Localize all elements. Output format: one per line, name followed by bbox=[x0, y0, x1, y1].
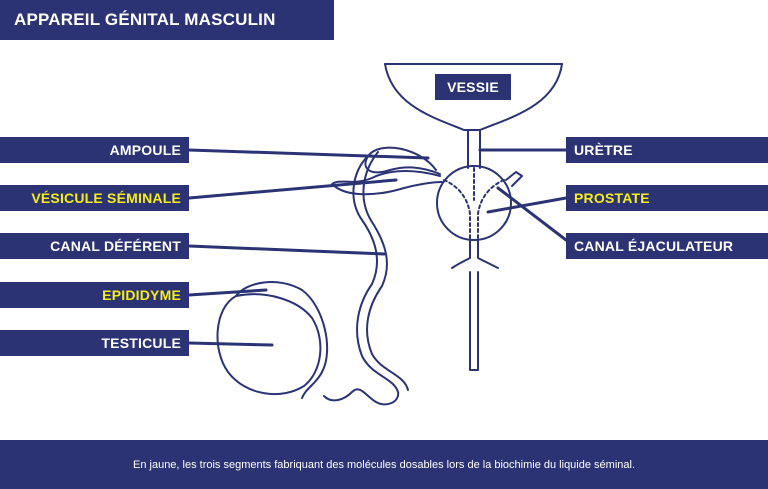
label-uretre: URÈTRE bbox=[566, 137, 768, 163]
footer-note: En jaune, les trois segments fabriquant … bbox=[0, 440, 768, 489]
ejaculatory-ducts-dashed bbox=[443, 167, 505, 241]
prostate-outline bbox=[436, 165, 512, 241]
label-vesicule-seminale: VÉSICULE SÉMINALE bbox=[0, 185, 189, 211]
epididymis-outline bbox=[235, 281, 329, 399]
urethra-tube bbox=[467, 129, 481, 169]
label-epididyme: EPIDIDYME bbox=[0, 282, 189, 308]
label-vessie: VESSIE bbox=[435, 74, 511, 100]
right-duct-stub bbox=[505, 171, 523, 187]
label-testicule: TESTICULE bbox=[0, 330, 189, 356]
leader-prostate bbox=[486, 196, 568, 214]
leader-ampoule bbox=[187, 148, 430, 160]
anatomy-diagram bbox=[187, 63, 568, 406]
leader-canal-ejaculateur bbox=[496, 186, 568, 242]
label-ampoule: AMPOULE bbox=[0, 137, 189, 163]
leader-epididyme bbox=[187, 288, 268, 297]
ampulla-outline bbox=[364, 146, 441, 175]
vas-deferens-outline bbox=[323, 151, 409, 406]
label-canal-ejaculateur: CANAL ÉJACULATEUR bbox=[566, 233, 768, 259]
testicle-outline bbox=[216, 293, 322, 396]
leader-vesicule bbox=[187, 178, 398, 200]
lower-urethra bbox=[451, 239, 499, 371]
label-canal-deferent: CANAL DÉFÉRENT bbox=[0, 233, 189, 259]
leader-canal-deferent bbox=[187, 244, 386, 256]
page-title: APPAREIL GÉNITAL MASCULIN bbox=[0, 0, 334, 40]
seminal-vesicle-outline bbox=[331, 170, 443, 196]
leader-testicule bbox=[187, 341, 274, 347]
label-prostate: PROSTATE bbox=[566, 185, 768, 211]
